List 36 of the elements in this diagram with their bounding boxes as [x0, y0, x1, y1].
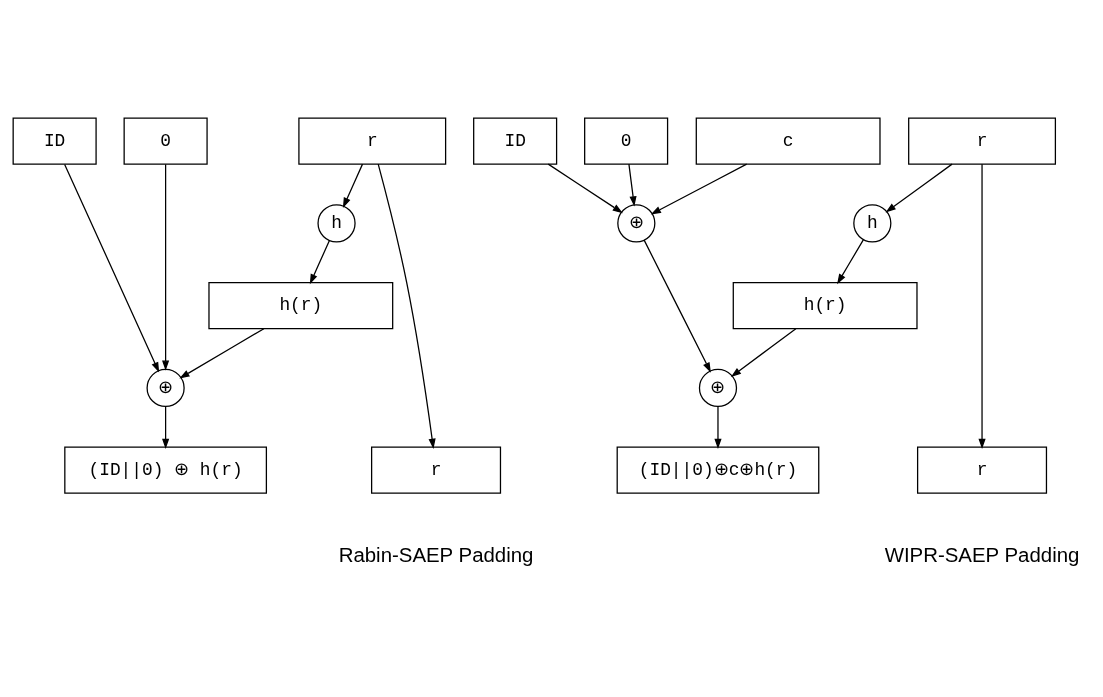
arrow [978, 163, 986, 449]
node-box: r [298, 116, 447, 165]
arrow [179, 327, 265, 379]
arrow [837, 238, 865, 284]
arrow [730, 327, 797, 377]
node-circle: h [853, 203, 892, 242]
node-box: 0 [584, 116, 669, 165]
arrow [162, 163, 170, 371]
arrow [309, 239, 330, 284]
arrow [162, 405, 170, 449]
label: WIPR-SAEP Padding [884, 543, 1080, 566]
node-box: ID [473, 116, 558, 165]
node-box: r [908, 116, 1057, 165]
node-box: h(r) [208, 281, 394, 329]
node-box: 0 [123, 116, 208, 165]
node-circle: ⊕ [617, 203, 656, 242]
arrow [628, 163, 637, 206]
node-box: ID [12, 116, 97, 165]
node-circle: ⊕ [698, 368, 738, 407]
arrow [714, 405, 722, 449]
node-box: h(r) [732, 281, 918, 329]
arrow [64, 163, 160, 372]
node-circle: ⊕ [146, 368, 185, 407]
arrow [342, 163, 364, 208]
arrow [643, 239, 711, 373]
node-box: (ID||0)⊕c⊕h(r) [616, 446, 820, 494]
arrow [547, 163, 623, 213]
arrow [650, 163, 748, 214]
node-box: r [371, 446, 502, 494]
node-box: r [917, 446, 1048, 494]
node-box: (ID||0) ⊕ h(r) [64, 446, 268, 494]
node-circle: h [317, 203, 356, 242]
label: Rabin-SAEP Padding [338, 543, 534, 566]
arrow [885, 163, 953, 212]
arrow [377, 162, 436, 449]
node-box: c [695, 116, 881, 165]
